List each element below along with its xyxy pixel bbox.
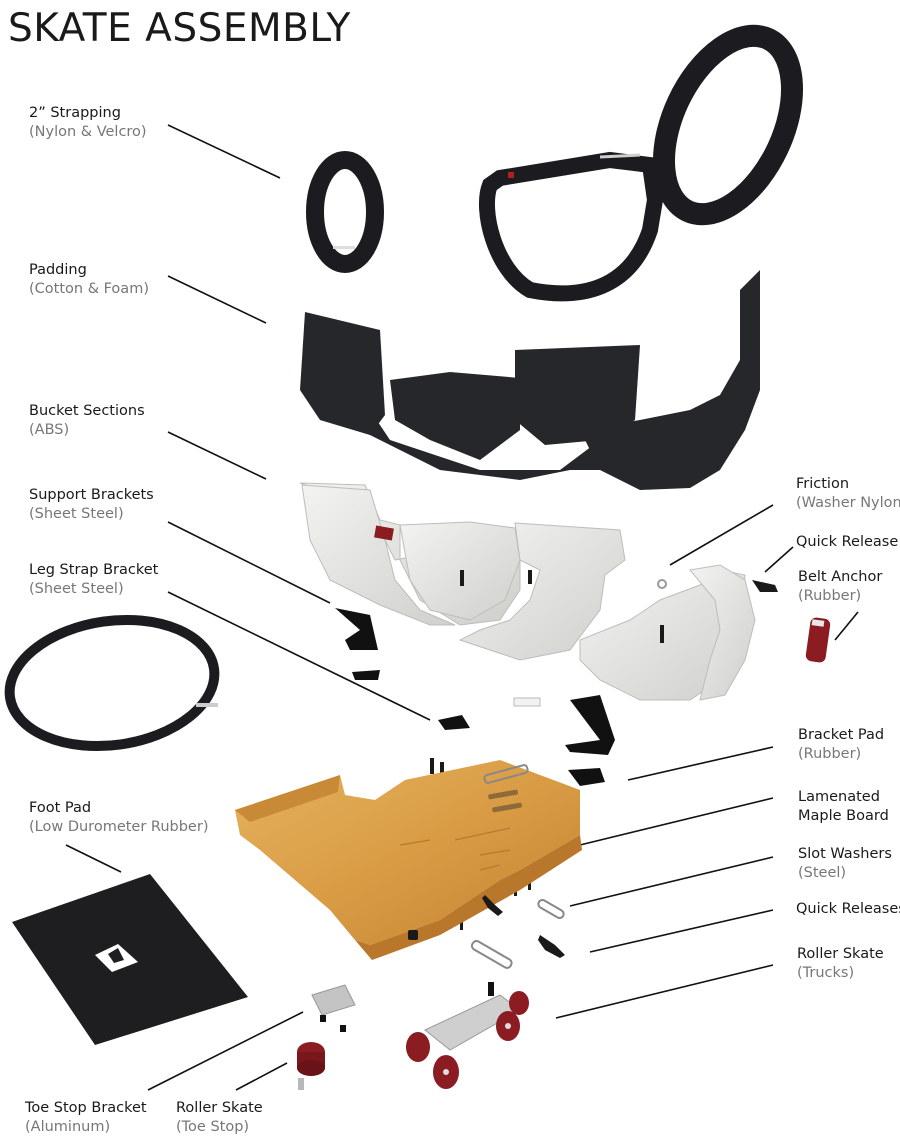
leader-lines [65,124,859,1091]
label-strapping-name: 2” Strapping [29,105,121,121]
leader-strapping [167,124,281,179]
label-toe-stop-bracket: Toe Stop Bracket (Aluminum) [25,1099,147,1137]
label-beltanchor-material: (Rubber) [798,588,862,604]
label-bracketpad-material: (Rubber) [798,746,862,762]
label-footpad-name: Foot Pad [29,800,92,816]
label-maple-line1: Lamenated [798,789,880,805]
leader-padding [167,275,267,324]
slot-washers [470,899,565,969]
maple-board [235,760,582,960]
leader-toestop [147,1011,304,1091]
label-support-material: (Sheet Steel) [29,506,124,522]
page-title: SKATE ASSEMBLY [8,6,351,51]
label-bracket-pad: Bracket Pad (Rubber) [798,726,884,764]
label-padding: Padding (Cotton & Foam) [29,261,149,299]
label-slotwashers-material: (Steel) [798,865,847,881]
leader-legstrap [167,591,431,721]
label-foot-pad: Foot Pad (Low Durometer Rubber) [29,799,208,837]
support-brackets [335,608,615,786]
leader-support [167,521,331,604]
label-padding-name: Padding [29,262,87,278]
label-rollertrucks-name: Roller Skate [797,946,884,962]
label-padding-material: (Cotton & Foam) [29,281,149,297]
leader-friction [669,504,774,566]
label-rollertrucks-material: (Trucks) [797,965,855,981]
leader-maple [579,797,774,846]
label-support-name: Support Brackets [29,487,154,503]
leader-slotwashers [569,856,774,907]
label-maple-board: Lamenated Maple Board [798,788,889,826]
label-bucket-name: Bucket Sections [29,403,145,419]
label-toestop-name: Toe Stop Bracket [25,1100,147,1116]
label-slot-washers: Slot Washers (Steel) [798,845,892,883]
label-rollertoe-material: (Toe Stop) [176,1119,250,1135]
leg-strap [4,614,220,752]
label-quick-releases: Quick Releases [796,900,900,919]
toe-stop [297,984,356,1090]
strap-large [479,24,804,302]
quick-releases [408,580,778,958]
leader-beltanchor [834,611,859,641]
label-roller-skate-toe-stop: Roller Skate (Toe Stop) [176,1099,263,1137]
label-rollertoe-name: Roller Skate [176,1100,263,1116]
label-footpad-material: (Low Durometer Rubber) [29,819,209,835]
bucket-sections [299,482,756,701]
label-support-brackets: Support Brackets (Sheet Steel) [29,486,154,524]
label-beltanchor-name: Belt Anchor [798,569,883,585]
strap-small [306,151,384,273]
label-belt-anchor: Belt Anchor (Rubber) [798,568,882,606]
label-slotwashers-name: Slot Washers [798,846,892,862]
padding [300,270,760,490]
leader-quickrelease [764,546,794,573]
label-quick-release: Quick Release [796,533,898,552]
leader-rollertoe [235,1062,288,1091]
roller-skate-trucks [406,982,529,1089]
label-bracketpad-name: Bracket Pad [798,727,885,743]
label-leg-strap-bracket: Leg Strap Bracket (Sheet Steel) [29,561,158,599]
label-maple-line2: Maple Board [798,808,889,824]
leader-footpad [65,844,122,873]
belt-anchor [805,617,831,663]
leader-rollertrucks [555,964,774,1019]
label-toestop-material: (Aluminum) [25,1119,111,1135]
label-roller-skate-trucks: Roller Skate (Trucks) [797,945,884,983]
label-friction-name: Friction [796,476,850,492]
leader-quickreleases [589,909,774,953]
label-legstrap-material: (Sheet Steel) [29,581,124,597]
friction-washer [657,579,667,589]
label-bucket-sections: Bucket Sections (ABS) [29,402,145,440]
leader-bracketpad [627,746,774,781]
foot-pad [12,874,248,1045]
label-friction-material: (Washer Nylon) [796,495,900,511]
label-legstrap-name: Leg Strap Bracket [29,562,159,578]
label-friction: Friction (Washer Nylon) [796,475,900,513]
label-strapping-material: (Nylon & Velcro) [29,124,147,140]
label-strapping: 2” Strapping (Nylon & Velcro) [29,104,147,142]
label-bucket-material: (ABS) [29,422,70,438]
leader-bucket [167,431,267,480]
label-quickrelease-name: Quick Release [796,534,899,550]
label-quickreleases-name: Quick Releases [796,901,900,917]
